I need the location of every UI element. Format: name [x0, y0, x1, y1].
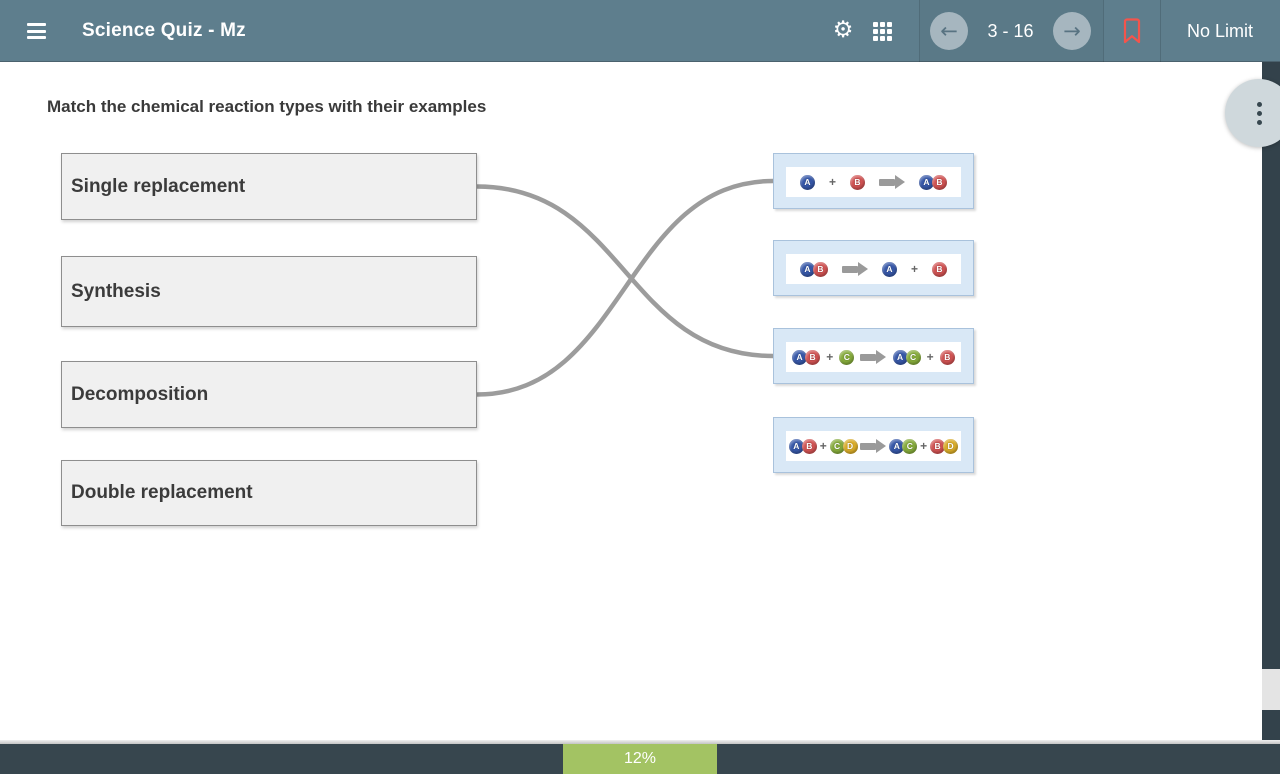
atom-d: D [943, 438, 959, 454]
atom-b: B [849, 174, 865, 190]
atom-b: B [805, 349, 821, 365]
reaction-arrow-icon [878, 175, 905, 189]
atom-c: C [839, 349, 855, 365]
topbar-divider [919, 0, 920, 62]
ellipsis-icon [1256, 101, 1262, 107]
atom-a: A [889, 438, 905, 454]
atom-a: A [792, 349, 808, 365]
connection-wire [474, 178, 776, 397]
bookmark-icon[interactable] [1122, 18, 1142, 44]
match-source-label: Decomposition [71, 383, 209, 405]
atom-b: B [939, 349, 955, 365]
atom-a: A [918, 174, 934, 190]
side-rail [1262, 62, 1280, 774]
plus-sign: + [828, 175, 836, 189]
plus-sign: + [910, 262, 918, 276]
molecule: B [931, 261, 947, 277]
molecule: B [849, 174, 865, 190]
reaction-arrow-icon [860, 350, 887, 364]
molecule: B [939, 349, 955, 365]
app-title: Science Quiz - Mz [82, 20, 246, 41]
atom-a: A [788, 438, 804, 454]
time-limit-label: No Limit [1186, 21, 1253, 41]
atom-a: A [892, 349, 908, 365]
match-source-0[interactable]: Single replacement [61, 153, 477, 220]
atom-b: B [801, 438, 817, 454]
topbar-divider [1103, 0, 1104, 62]
arrow-right-icon: → [1063, 19, 1081, 43]
atom-a: A [799, 174, 815, 190]
atom-a: A [799, 261, 815, 277]
atom-d: D [842, 438, 858, 454]
atom-b: B [931, 174, 947, 190]
plus-sign: + [926, 350, 934, 364]
atom-b: B [812, 261, 828, 277]
plus-sign: + [920, 439, 928, 453]
topbar-divider [1160, 0, 1161, 62]
plus-sign: + [826, 350, 834, 364]
match-source-1[interactable]: Synthesis [61, 256, 477, 327]
molecule: A [799, 174, 815, 190]
atom-c: C [829, 438, 845, 454]
connection-wire [474, 184, 776, 359]
match-source-label: Synthesis [71, 280, 161, 302]
top-bar: Science Quiz - Mz ⚙ ← 3 - 16 → No Limit [0, 0, 1280, 62]
question-text: Match the chemical reaction types with t… [47, 97, 487, 116]
match-source-label: Single replacement [71, 175, 246, 197]
reaction-arrow-icon [860, 439, 887, 453]
more-options-button[interactable] [1225, 79, 1280, 147]
plus-sign: + [819, 439, 827, 453]
apps-grid-icon[interactable] [873, 22, 892, 41]
next-question-button[interactable]: → [1053, 12, 1091, 50]
match-source-label: Double replacement [71, 482, 253, 503]
atom-c: C [902, 438, 918, 454]
molecule: A [881, 261, 897, 277]
progress-bar: 12% [0, 744, 1280, 774]
match-source-2[interactable]: Decomposition [61, 361, 477, 428]
molecule: C [839, 349, 855, 365]
scrollbar-thumb[interactable] [1262, 669, 1280, 710]
content-bottom-shadow [0, 740, 1280, 744]
atom-a: A [881, 261, 897, 277]
settings-gear-icon[interactable]: ⚙ [832, 17, 854, 43]
atom-c: C [905, 349, 921, 365]
atom-b: B [931, 261, 947, 277]
arrow-left-icon: ← [940, 19, 958, 43]
progress-fill: 12% [563, 744, 717, 774]
match-source-3[interactable]: Double replacement [61, 460, 477, 526]
reaction-arrow-icon [841, 262, 868, 276]
page-indicator: 3 - 16 [987, 21, 1034, 41]
menu-icon[interactable] [27, 23, 46, 39]
prev-question-button[interactable]: ← [930, 12, 968, 50]
atom-b: B [930, 438, 946, 454]
